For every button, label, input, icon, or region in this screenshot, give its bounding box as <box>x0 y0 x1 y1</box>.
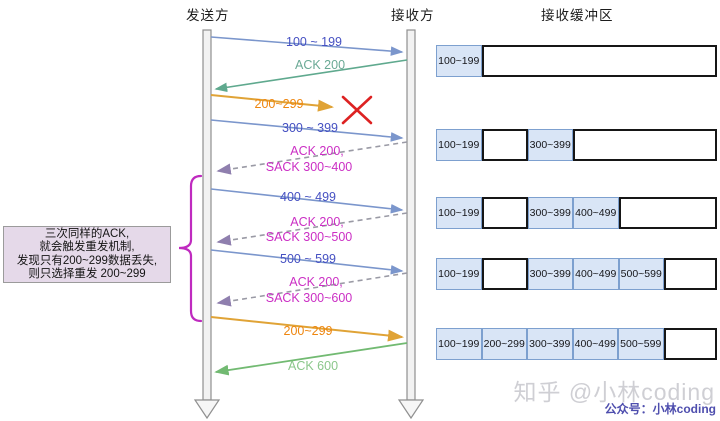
buffer-hole <box>481 197 528 229</box>
buffer-cell: 200~299 <box>481 328 527 360</box>
buffer-cell: 300~399 <box>527 129 573 161</box>
msg-label-ack-200-dup1: ACK 200, <box>290 144 344 158</box>
msg-label-sack-300-400: SACK 300~400 <box>265 160 353 174</box>
buffer-cell: 100~199 <box>436 328 482 360</box>
buffer-row-4: 100~199 300~399 400~499 500~599 <box>436 258 717 290</box>
packet-lost-x-icon <box>341 95 373 125</box>
buffer-column-title: 接收缓冲区 <box>541 8 614 23</box>
msg-label-data-300-399: 300 ~ 399 <box>282 121 338 135</box>
arrow-data-200-299-lost <box>210 94 334 112</box>
note-line: 则只选择重发 200~299 <box>28 268 146 280</box>
sender-lifeline-arrowhead-icon <box>193 399 221 420</box>
note-line: 三次同样的ACK, <box>44 227 130 240</box>
msg-label-ack-200: ACK 200 <box>294 58 346 72</box>
msg-label-data-500-599: 500 ~ 599 <box>280 252 336 266</box>
duplicate-ack-brace <box>178 174 203 323</box>
buffer-row-1: 100~199 <box>436 45 717 77</box>
watermark-wechat: 公众号：小林coding <box>604 402 716 416</box>
buffer-cell: 100~199 <box>436 258 482 290</box>
msg-label-sack-300-500: SACK 300~500 <box>265 230 353 244</box>
arrow-data-300-399 <box>210 119 404 142</box>
buffer-empty-space <box>481 45 717 77</box>
buffer-row-5: 100~199 200~299 300~399 400~499 500~599 <box>436 328 717 360</box>
arrow-data-500-599 <box>210 249 404 275</box>
arrow-sack-300-500 <box>216 212 408 246</box>
note-line: 就会触发重发机制, <box>39 241 135 253</box>
buffer-cell: 400~499 <box>573 197 619 229</box>
msg-label-data-100-199: 100 ~ 199 <box>286 35 342 49</box>
arrow-ack-600 <box>214 342 408 376</box>
sender-column-title: 发送方 <box>186 8 230 23</box>
arrow-retransmit-200-299 <box>210 316 404 342</box>
msg-label-ack-600: ACK 600 <box>287 359 339 373</box>
receiver-column-title: 接收方 <box>391 8 435 23</box>
buffer-empty-space <box>663 328 717 360</box>
msg-label-ack-200-dup2: ACK 200, <box>290 215 344 229</box>
buffer-cell: 100~199 <box>436 129 482 161</box>
msg-label-data-200-299: 200~299 <box>254 97 304 111</box>
arrow-data-100-199 <box>210 36 404 56</box>
arrow-sack-300-600 <box>216 272 408 307</box>
msg-label-sack-300-600: SACK 300~600 <box>265 291 353 305</box>
watermark-zhihu: 知乎 @小林coding <box>513 379 715 405</box>
buffer-empty-space <box>664 258 717 290</box>
buffer-row-3: 100~199 300~399 400~499 <box>436 197 717 229</box>
buffer-row-2: 100~199 300~399 <box>436 129 717 161</box>
sender-lifeline <box>202 29 212 401</box>
buffer-cell: 500~599 <box>618 258 664 290</box>
buffer-empty-space <box>573 129 717 161</box>
buffer-cell: 300~399 <box>527 328 573 360</box>
arrow-data-400-499 <box>210 188 404 214</box>
retransmit-note: 三次同样的ACK, 就会触发重发机制, 发现只有200~299数据丢失, 则只选… <box>3 226 171 283</box>
buffer-cell: 500~599 <box>618 328 664 360</box>
buffer-cell: 300~399 <box>527 197 573 229</box>
buffer-cell: 300~399 <box>527 258 573 290</box>
buffer-cell: 400~499 <box>572 328 618 360</box>
msg-label-ack-200-dup3: ACK 200, <box>289 275 343 289</box>
receiver-lifeline-arrowhead-icon <box>397 399 425 420</box>
receiver-lifeline <box>406 29 416 401</box>
arrow-sack-300-400 <box>216 141 408 175</box>
arrow-ack-200 <box>214 59 408 93</box>
buffer-cell: 100~199 <box>436 45 482 77</box>
msg-label-data-400-499: 400 ~ 499 <box>280 190 336 204</box>
buffer-empty-space <box>618 197 717 229</box>
buffer-hole <box>481 129 528 161</box>
buffer-hole <box>481 258 528 290</box>
buffer-cell: 100~199 <box>436 197 482 229</box>
note-line: 发现只有200~299数据丢失, <box>16 254 158 267</box>
buffer-cell: 400~499 <box>573 258 619 290</box>
msg-label-retransmit-200-299: 200~299 <box>283 324 333 338</box>
